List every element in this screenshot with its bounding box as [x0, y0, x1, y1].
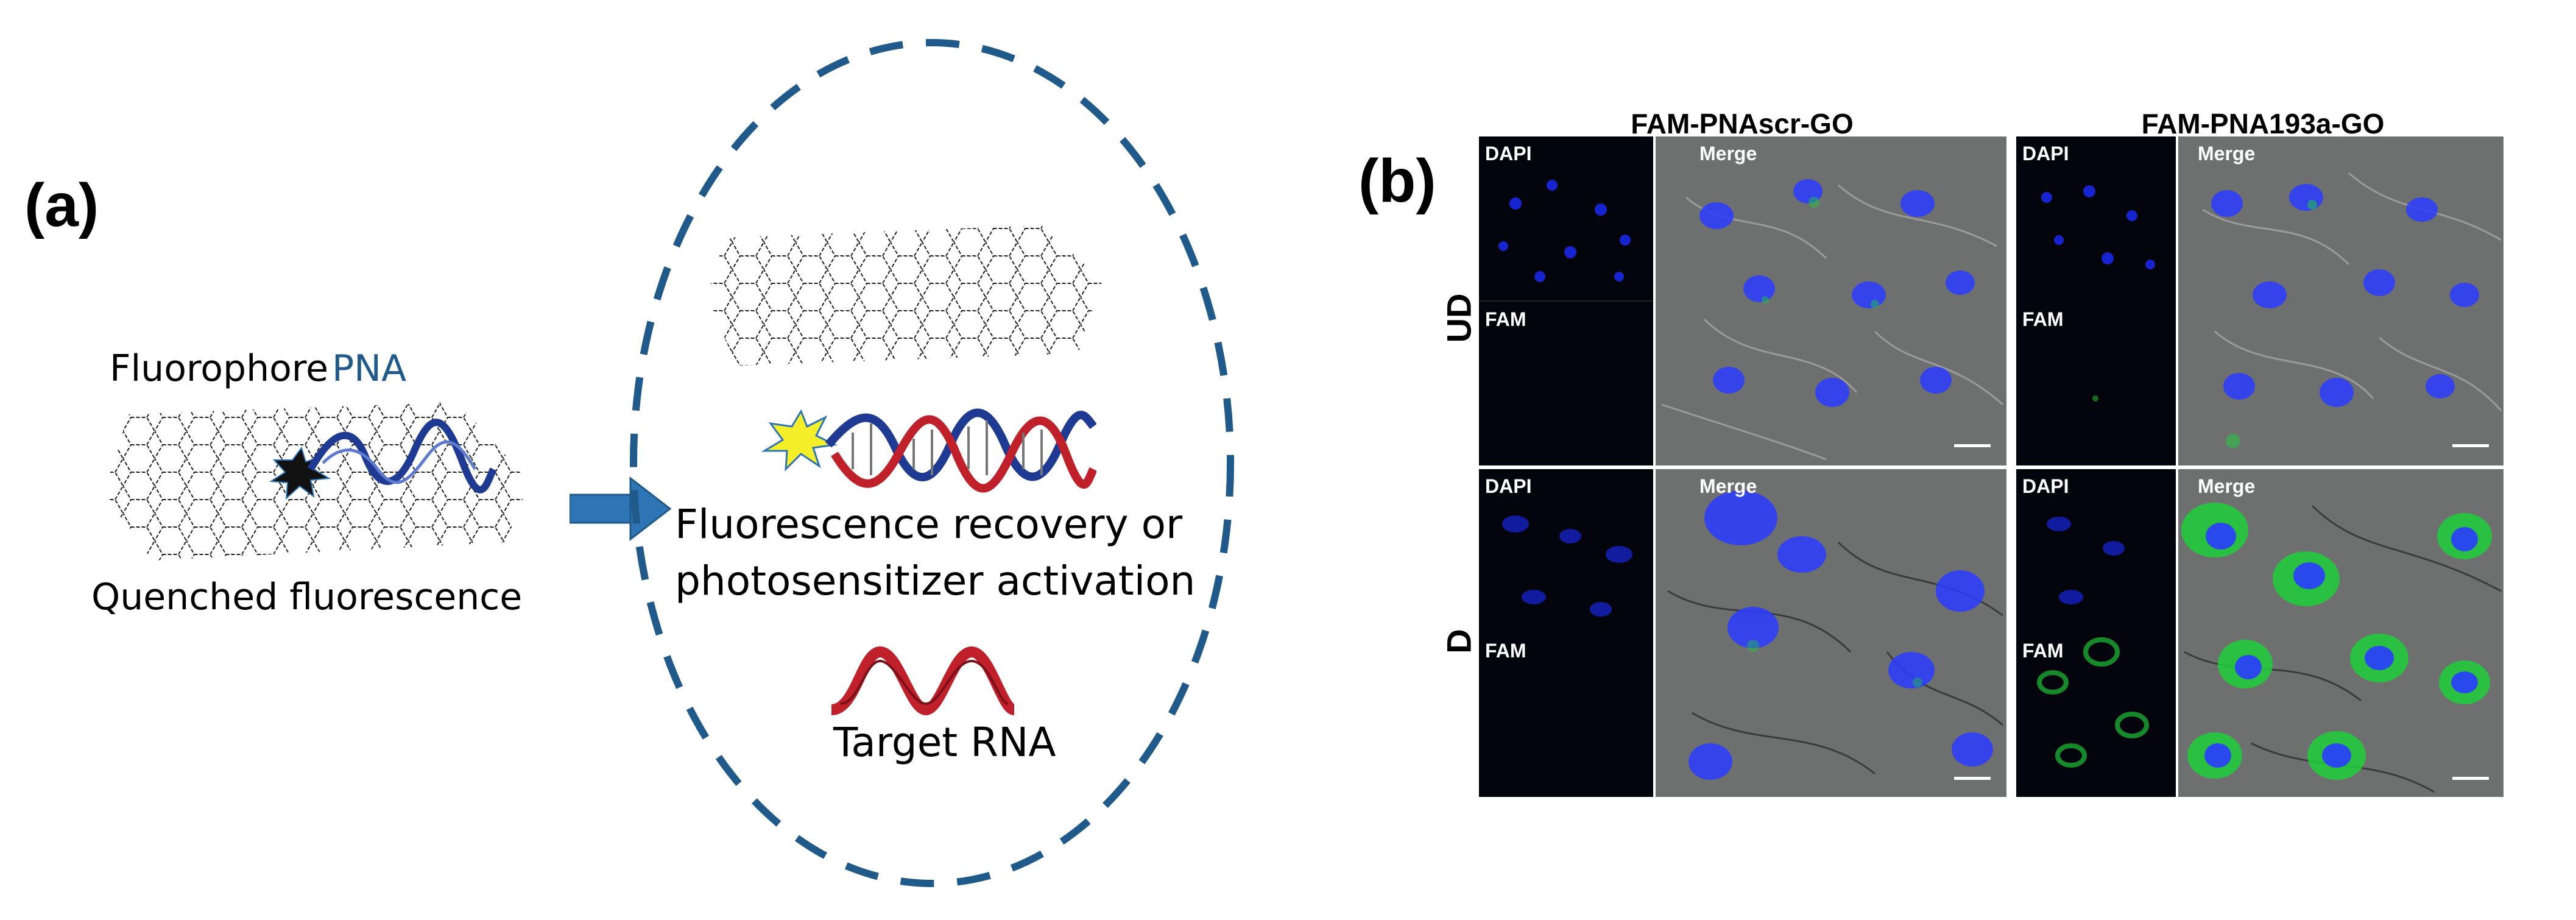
micro-ud-scr-dapi [1479, 136, 1653, 465]
label-fam-ud-scr: FAM [1485, 308, 1526, 330]
micro-ud-193a-dapi [2016, 136, 2176, 465]
label-merge-d-193a: Merge [2198, 475, 2256, 497]
recovery-label-line2: photosensitizer activation [675, 557, 1196, 604]
row-label-ud: UD [1439, 293, 1478, 343]
fluorophore-label: Fluorophore [110, 347, 329, 390]
label-merge-ud-193a: Merge [2198, 143, 2256, 165]
label-dapi-d-scr: DAPI [1485, 475, 1532, 497]
graphene-sheet-diagram [707, 225, 1103, 366]
duplex-diagram [761, 408, 1096, 493]
label-merge-ud-scr: Merge [1699, 143, 1757, 165]
active-fluorophore-icon [761, 409, 838, 472]
micro-ud-193a-merge [2178, 136, 2504, 465]
transition-arrow-icon [570, 476, 672, 542]
label-fam-d-193a: FAM [2022, 640, 2064, 662]
label-dapi-ud-scr: DAPI [1485, 143, 1532, 165]
label-fam-d-scr: FAM [1485, 640, 1526, 662]
micro-d-193a-merge [2178, 469, 2504, 797]
panel-b-label: (b) [1358, 147, 1436, 215]
label-dapi-d-193a: DAPI [2022, 475, 2069, 497]
micro-d-scr-dapi [1479, 469, 1653, 797]
row-label-d: D [1439, 629, 1478, 654]
quenched-graphene-diagram [104, 402, 530, 561]
pna-strand-icon [307, 419, 497, 494]
micro-d-193a-dapi [2016, 469, 2176, 797]
target-rna-label: Target RNA [833, 719, 1056, 766]
micro-d-scr-merge [1656, 469, 2006, 797]
label-merge-d-scr: Merge [1699, 475, 1757, 497]
dashed-ellipse [630, 39, 1234, 887]
recovery-label-line1: Fluorescence recovery or [675, 501, 1183, 548]
quenched-fluorescence-label: Quenched fluorescence [91, 576, 523, 618]
panel-a-label: (a) [24, 171, 99, 239]
label-dapi-ud-193a: DAPI [2022, 143, 2069, 165]
micro-ud-scr-merge [1656, 136, 2006, 465]
label-fam-ud-193a: FAM [2022, 308, 2064, 330]
target-rna-icon [830, 646, 1016, 716]
column-title-scr: FAM-PNAscr-GO [1631, 108, 1854, 140]
column-title-193a: FAM-PNA193a-GO [2141, 108, 2385, 140]
pna-label: PNA [332, 347, 407, 390]
